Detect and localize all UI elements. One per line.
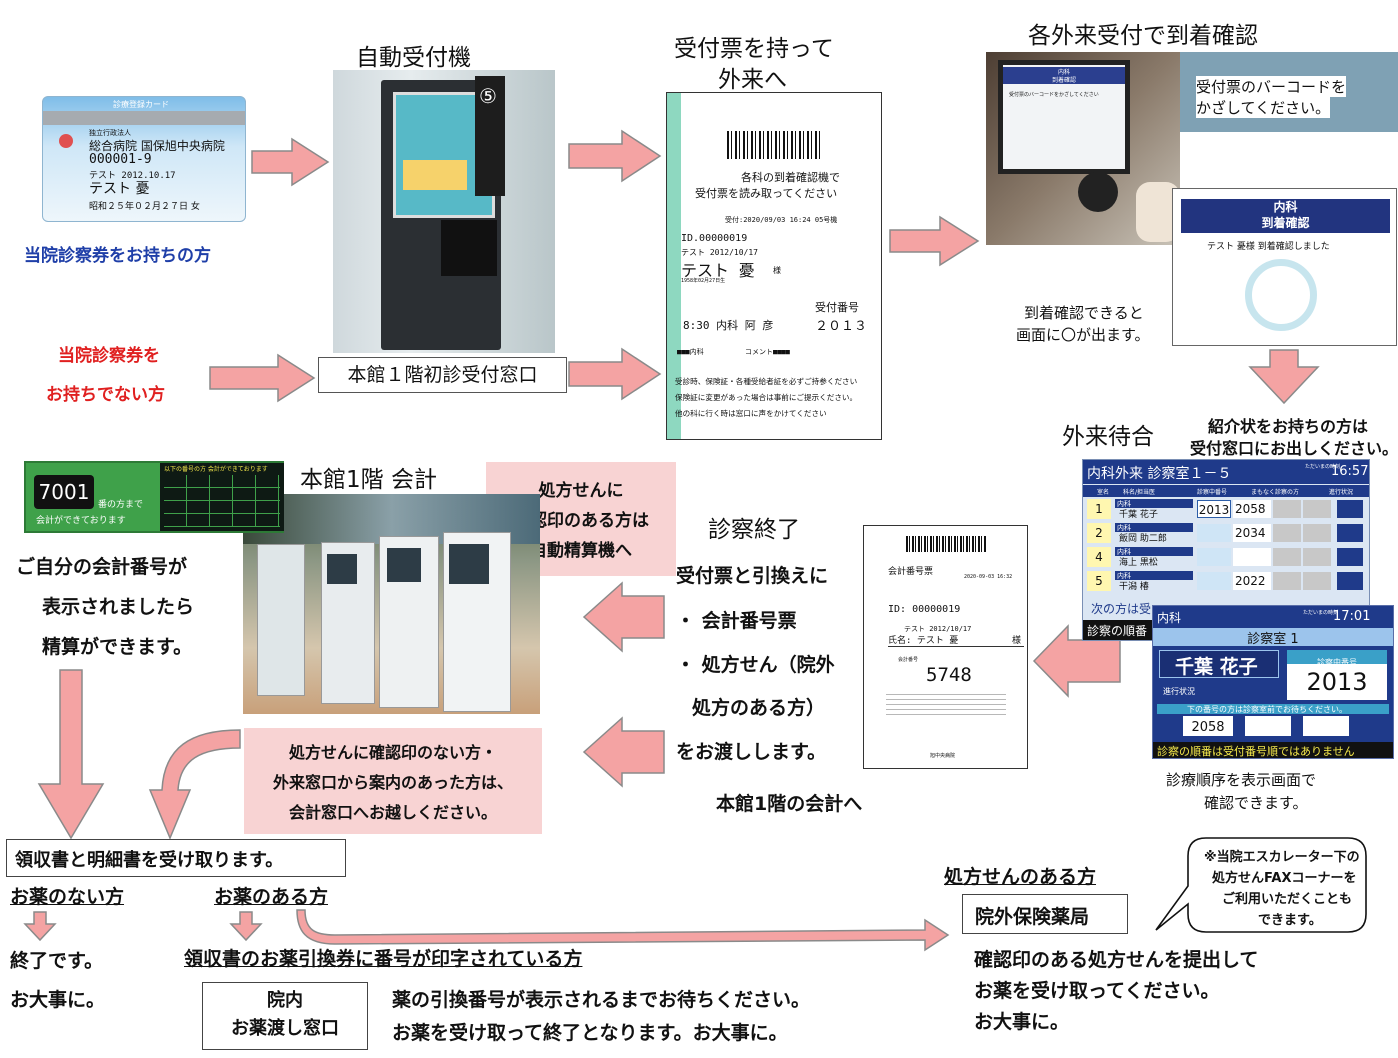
- board-row: 4 内科 海上 黒松: [1087, 547, 1365, 568]
- card-band: [43, 111, 245, 125]
- arrival-caption2: 画面に〇が出ます。: [1016, 326, 1150, 344]
- board-grid: [164, 475, 280, 527]
- first-window-label: 本館１階初診受付窓口: [318, 357, 567, 393]
- referral-line2: 受付窓口にお出しください。: [1190, 439, 1398, 458]
- arrow-arrival-to-waiting: [1248, 349, 1320, 405]
- outside-line2: お薬を受け取ってください。: [974, 980, 1220, 1002]
- medicine-wait2: お薬を受け取って終了となります。お大事に。: [392, 1022, 788, 1044]
- card-caption: 当院診察券をお持ちの方: [24, 246, 211, 266]
- arrival-screen: 内科 到着確認 テスト 憂様 到着確認しました: [1172, 188, 1397, 346]
- kiosk-title: 自動受付機: [356, 45, 471, 71]
- patient-card: 診療登録カード 独立行政法人 総合病院 国保旭中央病院 000001-9 テスト…: [42, 96, 246, 222]
- outside-line1: 確認印のある処方せんを提出して: [974, 949, 1259, 971]
- waiting-caption1: 診療順序を表示画面で: [1166, 771, 1317, 789]
- reception-ticket: 各科の到着確認機で 受付票を読み取ってください 受付:2020/09/03 16…: [666, 92, 882, 440]
- arrow-medicine: [229, 911, 263, 942]
- arrow-to-pharmacy: [296, 909, 950, 952]
- exam-line5: をお渡しします。: [676, 741, 827, 763]
- note-line4: できます。: [1258, 913, 1322, 928]
- arrow-self-to-receipt: [37, 669, 105, 840]
- board-row: 5 内科 干潟 椿 2022: [1087, 571, 1365, 592]
- card-birth: 昭和２５年０２月２７日 女: [89, 202, 200, 212]
- cashier-note: 処方せんに確認印のない方・ 外来窓口から案内のあった方は、 会計窓口へお越しくだ…: [244, 728, 542, 834]
- outside-line3: お大事に。: [974, 1011, 1070, 1033]
- receipt-box: 領収書と明細書を受け取ります。: [6, 839, 346, 877]
- hospital-logo-icon: [59, 134, 73, 148]
- card-org: 独立行政法人: [89, 129, 131, 137]
- no-medicine-line2: お大事に。: [10, 989, 106, 1011]
- accounting-title: 本館1階 会計: [300, 467, 437, 493]
- medicine-wait1: 薬の引換番号が表示されるまでお待ちください。: [392, 989, 811, 1011]
- ticket-step-line1: 受付票を持って: [674, 36, 834, 62]
- arrival-scan-text2: かざしてください。: [1196, 97, 1331, 118]
- self-pay-line3: 精算ができます。: [42, 636, 193, 658]
- arrow-cashier-to-receipt: [148, 729, 241, 840]
- exam-line4: 処方のある方）: [692, 697, 826, 719]
- check-circle-icon: [1245, 259, 1317, 331]
- arrow-exam-to-cashier: [582, 716, 665, 788]
- no-card-line1: 当院診察券を: [58, 346, 160, 366]
- card-name: テスト 憂: [89, 181, 150, 197]
- referral-line1: 紹介状をお持ちの方は: [1208, 417, 1369, 436]
- medicine-printed: 領収書のお薬引換券に番号が印字されている方: [184, 948, 583, 970]
- accounting-board: 以下の番号の方 会計ができております 7001 番の方まで 会計ができております: [24, 461, 284, 533]
- card-hospital: 総合病院 国保旭中央病院: [89, 139, 225, 153]
- arrow-waiting-to-exam: [1032, 624, 1121, 698]
- board-row: 2 内科 飯岡 助二郎 2034: [1087, 523, 1365, 544]
- card-header: 診療登録カード: [113, 100, 169, 109]
- to-accounting: 本館1階の会計へ: [716, 793, 863, 815]
- scanner: [1078, 172, 1118, 212]
- pharmacy-box: 院外保険薬局: [962, 894, 1128, 934]
- inhouse-window: 院内 お薬渡し窓口: [202, 982, 368, 1050]
- note-line1: ※当院エスカレーター下の: [1204, 850, 1360, 865]
- waiting-caption2: 確認できます。: [1204, 794, 1308, 812]
- card-id: 000001-9: [89, 152, 152, 167]
- kiosk-photo: ⑤: [333, 70, 555, 353]
- board-row: 1 内科 千葉 花子 2013 2058: [1087, 499, 1365, 520]
- outside-label: 処方せんのある方: [944, 866, 1097, 888]
- accounting-photo: [243, 494, 540, 714]
- arrival-scan-text1: 受付票のバーコードを: [1196, 76, 1347, 97]
- note-line2: 処方せんFAXコーナーを: [1212, 871, 1357, 886]
- arrow-kiosk-to-ticket: [568, 129, 662, 183]
- note-bubble-shape: [1155, 837, 1367, 933]
- barcode: [727, 131, 823, 159]
- account-slip: 会計番号票 2020-09-03 16:32 ID: 00000019 テスト …: [863, 525, 1028, 769]
- arrow-no-medicine: [23, 911, 57, 942]
- slip-barcode: [906, 536, 986, 552]
- waiting-title: 外来待合: [1062, 424, 1154, 450]
- exam-end-title: 診察終了: [708, 517, 800, 543]
- note-bubble: [1155, 837, 1367, 933]
- ticket-step-line2: 外来へ: [718, 67, 787, 93]
- arrow-card-to-kiosk: [251, 137, 330, 187]
- kiosk-number: ⑤: [479, 84, 497, 108]
- arrow-ticket-to-arrival: [889, 215, 980, 267]
- medicine-label: お薬のある方: [214, 886, 329, 908]
- card-dob-line: テスト 2012.10.17: [89, 171, 176, 181]
- self-pay-line1: ご自分の会計番号が: [16, 556, 188, 578]
- exam-line2: ・ 会計番号票: [676, 610, 797, 632]
- exam-line1: 受付票と引換えに: [676, 565, 829, 587]
- arrow-exam-to-accounting: [582, 581, 665, 653]
- note-line3: ご利用いただくことも: [1222, 892, 1353, 907]
- waiting-board-2: 内科 ただいまの時刻 17:01 診察室 1 千葉 花子 進行状況 診察中番号 …: [1152, 605, 1394, 759]
- arrow-window-to-ticket: [568, 347, 662, 401]
- arrival-photo: 内科 到着確認 受付票のバーコードをかざしてください: [986, 52, 1180, 245]
- self-pay-line2: 表示されましたら: [42, 596, 195, 618]
- exam-line3: ・ 処方せん（院外: [676, 654, 835, 676]
- no-medicine-line1: 終了です。: [10, 950, 104, 972]
- no-medicine-label: お薬のない方: [10, 886, 125, 908]
- arrival-caption1: 到着確認できると: [1024, 304, 1144, 322]
- arrow-nocard-to-window: [209, 353, 316, 403]
- no-card-line2: お持ちでない方: [46, 385, 165, 405]
- arrival-title: 各外来受付で到着確認: [1028, 23, 1258, 49]
